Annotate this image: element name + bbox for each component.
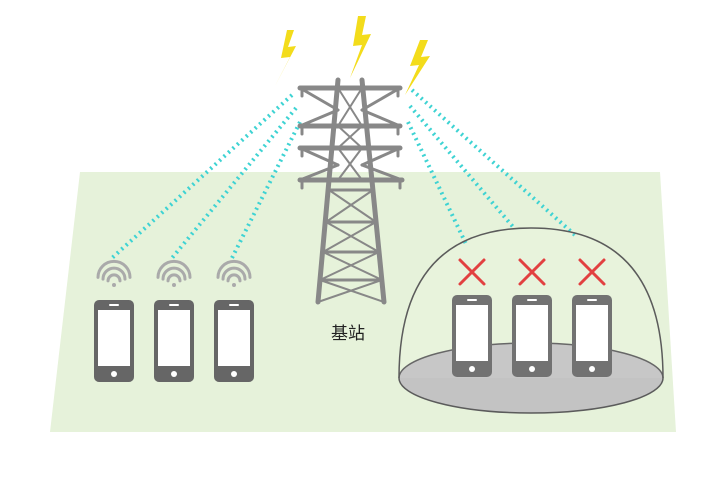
cross-icon <box>578 258 606 286</box>
signal-beams-left <box>110 93 302 260</box>
signal-beams-right <box>406 88 578 245</box>
cross-icon <box>458 258 486 286</box>
tower <box>297 77 405 305</box>
smartphone-icon <box>94 300 134 382</box>
smartphone-icon <box>512 295 552 377</box>
lightning-icon <box>405 40 430 95</box>
wifi-icon <box>96 259 132 287</box>
cross-icon <box>518 258 546 286</box>
lightning-icon <box>275 30 296 86</box>
smartphone-icon <box>214 300 254 382</box>
wifi-icon <box>216 259 252 287</box>
shelter-dome <box>398 227 664 379</box>
wifi-icon <box>156 259 192 287</box>
smartphone-icon <box>154 300 194 382</box>
tower-label: 基站 <box>331 324 365 344</box>
smartphone-icon <box>452 295 492 377</box>
lightning-icon <box>350 16 371 78</box>
smartphone-icon <box>572 295 612 377</box>
